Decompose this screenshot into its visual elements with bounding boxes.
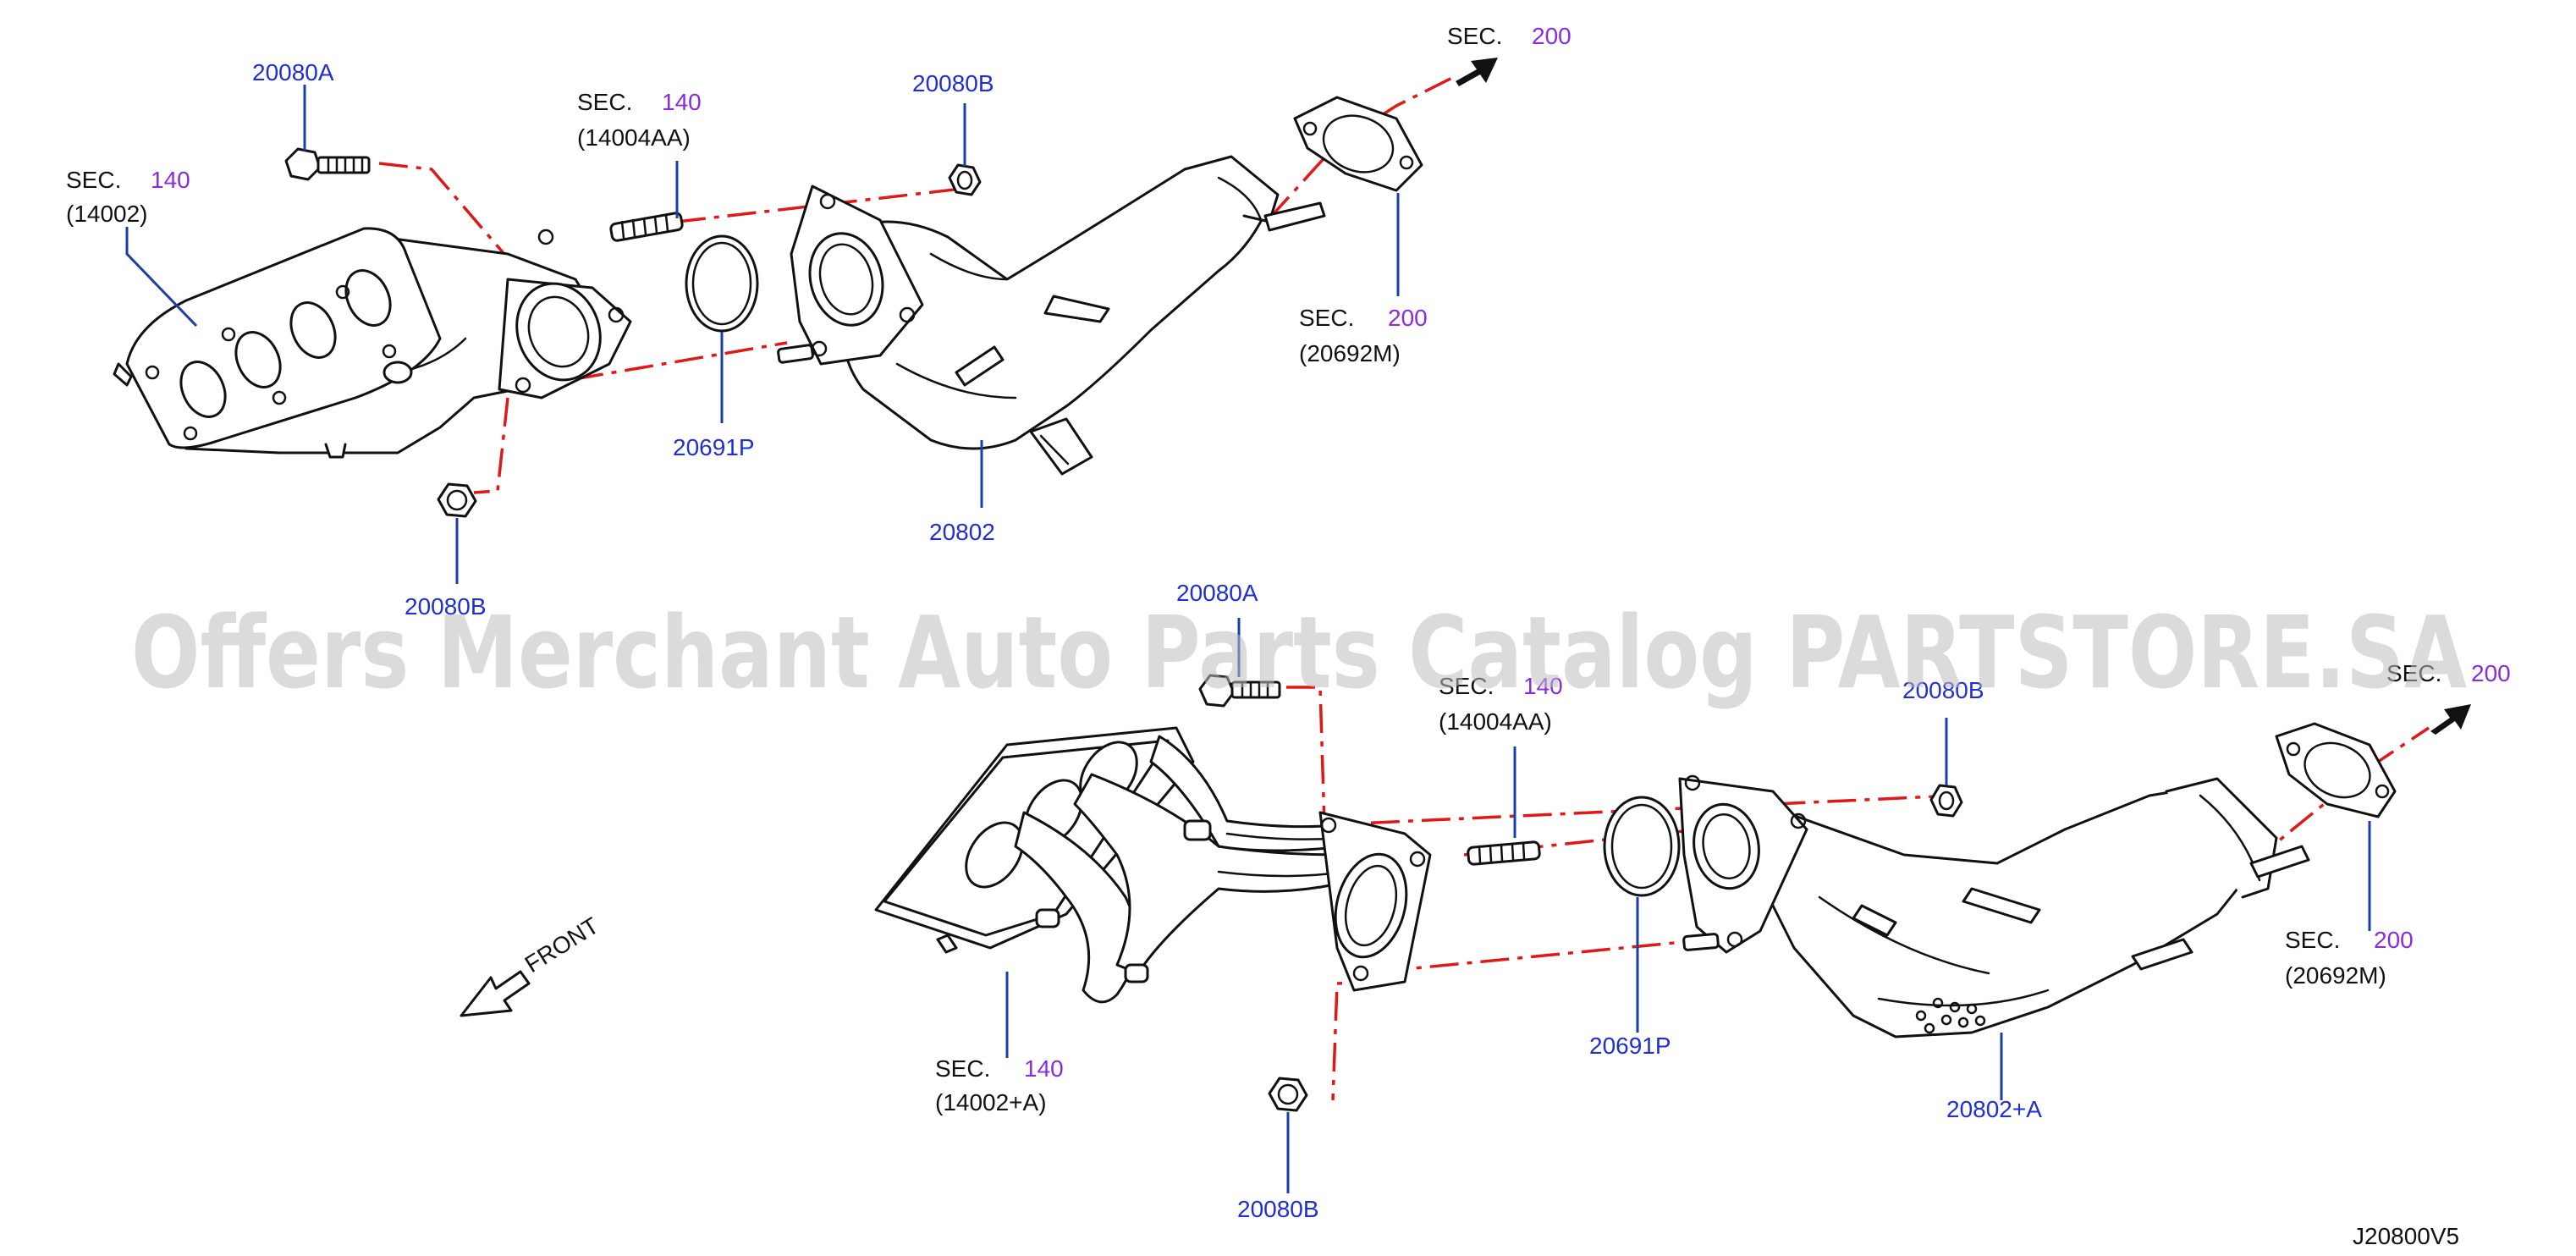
part-number: 20691P (1589, 1033, 1671, 1059)
centerline (1286, 686, 1326, 826)
nut-20080b-top (948, 163, 982, 196)
part-number: 20080B (912, 70, 994, 96)
sec-label: SEC. (1439, 673, 1494, 699)
stud-14004aa (1467, 840, 1541, 866)
centerline (676, 186, 970, 223)
section-number: 200 (1532, 23, 1571, 49)
section-number: 200 (1388, 305, 1428, 331)
sec-label: SEC. (66, 167, 121, 193)
stud-14004aa (609, 212, 684, 242)
top-assembly: SEC. 140 (14002) 20080A SEC. 140 (14004A… (66, 23, 1571, 620)
section-number: 200 (2374, 927, 2414, 953)
centerline (1268, 74, 1456, 220)
part-number: 20080B (1237, 1196, 1319, 1222)
diagram-code: J20800V5 (2353, 1223, 2459, 1249)
reference-number: (14002+A) (935, 1089, 1047, 1116)
centerline (524, 341, 788, 389)
bolt-20080a (1198, 674, 1281, 708)
bottom-assembly: 20080A SEC. 140 (14004AA) 20080B SEC. 20… (874, 580, 2511, 1222)
reference-number: (20692M) (2285, 962, 2386, 989)
leader-line (125, 227, 198, 328)
part-number: 20080A (252, 59, 334, 85)
part-number: 20080B (405, 593, 487, 620)
centerline (1379, 938, 1710, 973)
centerline (378, 162, 560, 319)
front-indicator: FRONT (460, 912, 603, 1017)
sec-label: SEC. (1447, 23, 1502, 49)
part-number: 20802 (929, 519, 995, 545)
nut-20080b-bottom (1268, 1077, 1308, 1112)
nut-20080b-top (1929, 784, 1963, 818)
sec-label: SEC. (577, 89, 632, 115)
flow-arrow (2430, 704, 2471, 735)
section-number: 200 (2471, 660, 2511, 686)
centerline (473, 397, 509, 494)
gasket-20692m (2275, 722, 2397, 818)
section-number: 140 (1024, 1055, 1064, 1082)
sec-label: SEC. (2386, 660, 2441, 686)
centerline (1331, 980, 1380, 1101)
gasket-20692m (1293, 96, 1423, 192)
catalytic-converter-20802 (777, 155, 1326, 476)
catalytic-converter-20802-a (1678, 774, 2310, 1038)
sec-label: SEC. (1299, 305, 1354, 331)
sec-label: SEC. (2285, 927, 2340, 953)
watermark-text: Offers Merchant Auto Parts Catalog PARTS… (131, 594, 2467, 711)
gasket-20691p (1603, 796, 1681, 897)
flow-arrow (1456, 58, 1498, 86)
exhaust-manifold (874, 726, 1432, 1004)
part-number: 20080A (1176, 580, 1258, 606)
section-number: 140 (1523, 673, 1563, 699)
front-label: FRONT (520, 912, 603, 978)
sec-label: SEC. (935, 1055, 990, 1082)
part-number: 20080B (1902, 677, 1984, 703)
reference-number: (14004AA) (1439, 708, 1552, 735)
reference-number: (20692M) (1299, 340, 1401, 366)
nut-20080b-bottom (437, 482, 477, 518)
front-arrow-icon (460, 970, 531, 1017)
section-number: 140 (151, 167, 190, 193)
reference-number: (14004AA) (577, 124, 691, 151)
bolt-20080a (284, 147, 371, 181)
exhaust-manifold (113, 227, 632, 459)
part-number: 20691P (673, 434, 755, 460)
part-number: 20802+A (1946, 1096, 2042, 1122)
gasket-20691p (685, 234, 759, 333)
reference-number: (14002) (66, 201, 148, 227)
section-number: 140 (662, 89, 702, 115)
